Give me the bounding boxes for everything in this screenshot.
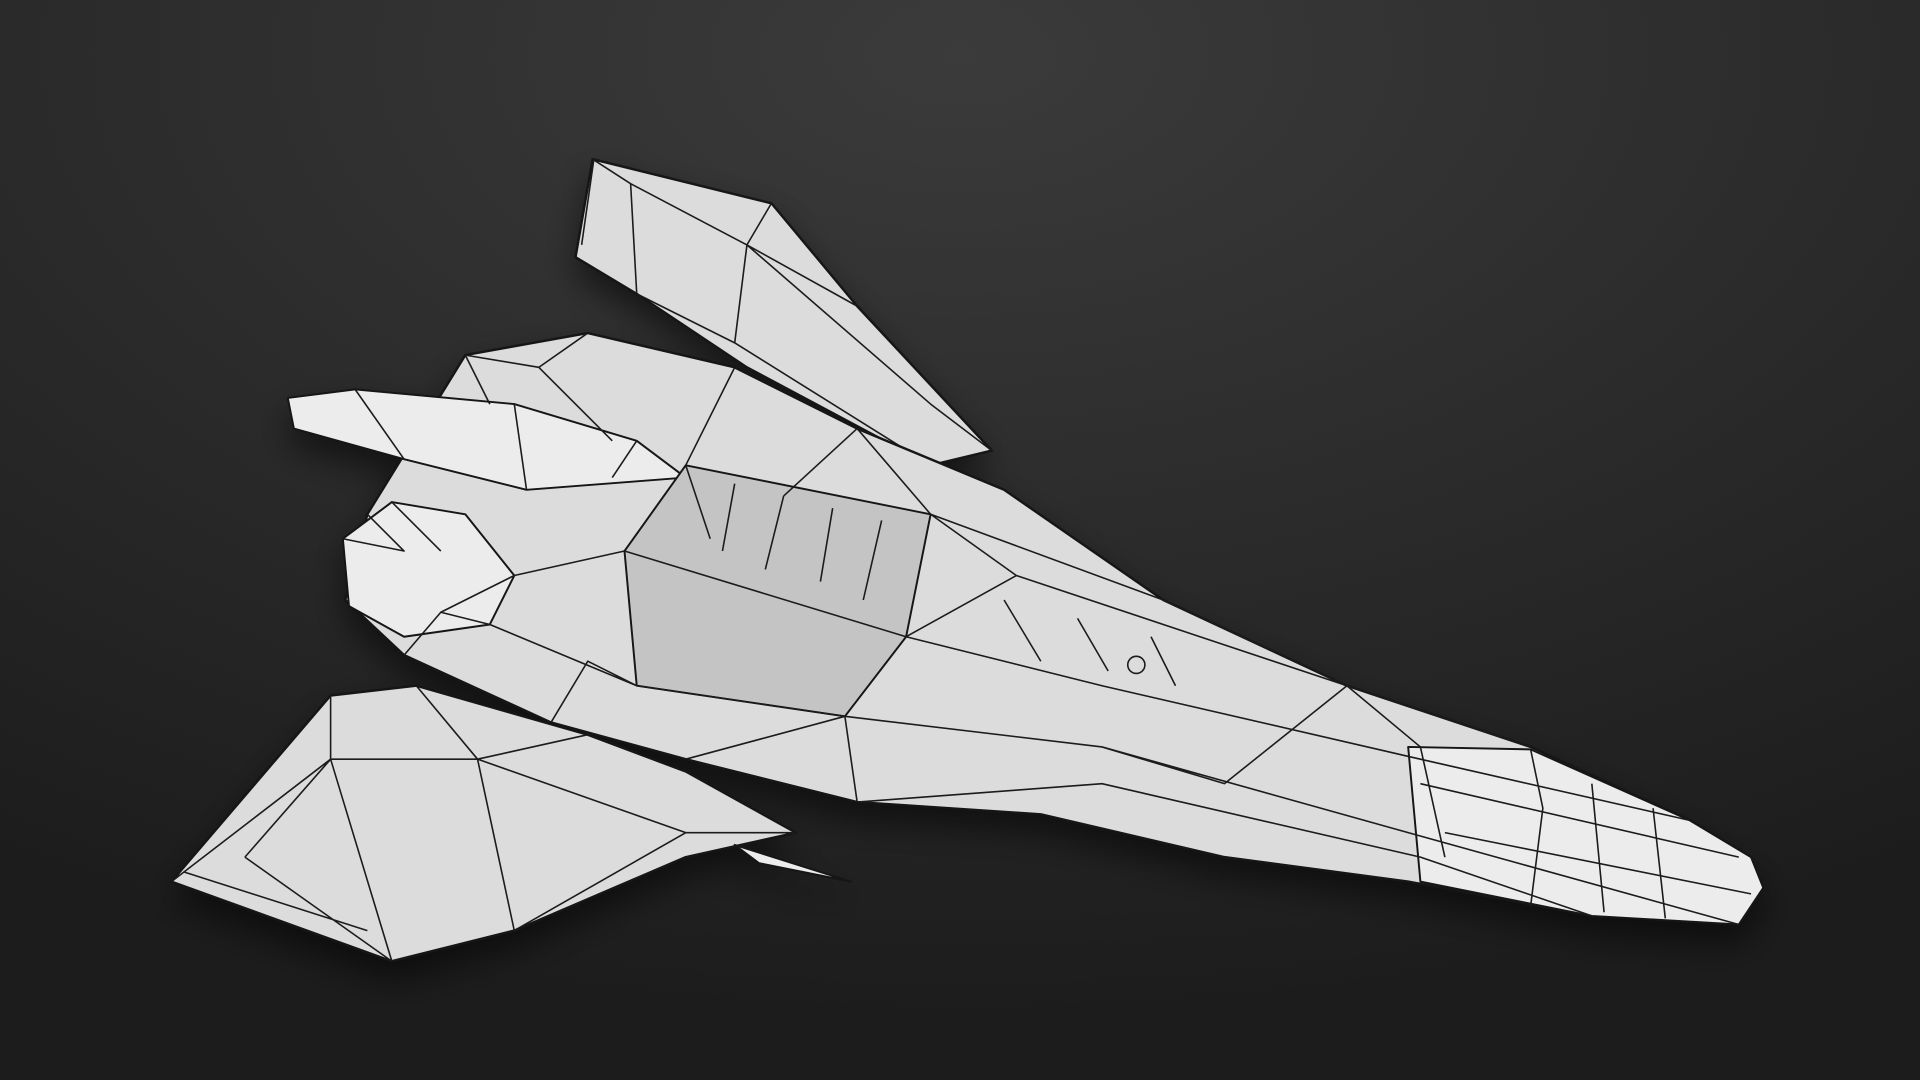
bottom-fin [733,843,852,883]
top-wing-wireframe [580,158,993,466]
bottom-wing [170,684,798,963]
bottom-wing-wireframe [170,685,796,962]
spaceship-model[interactable] [170,157,1765,963]
engine-pod [341,501,516,638]
nose-section [1407,745,1765,926]
hull-detail-circle [1126,655,1146,675]
fuselage-wireframe [342,332,1752,926]
